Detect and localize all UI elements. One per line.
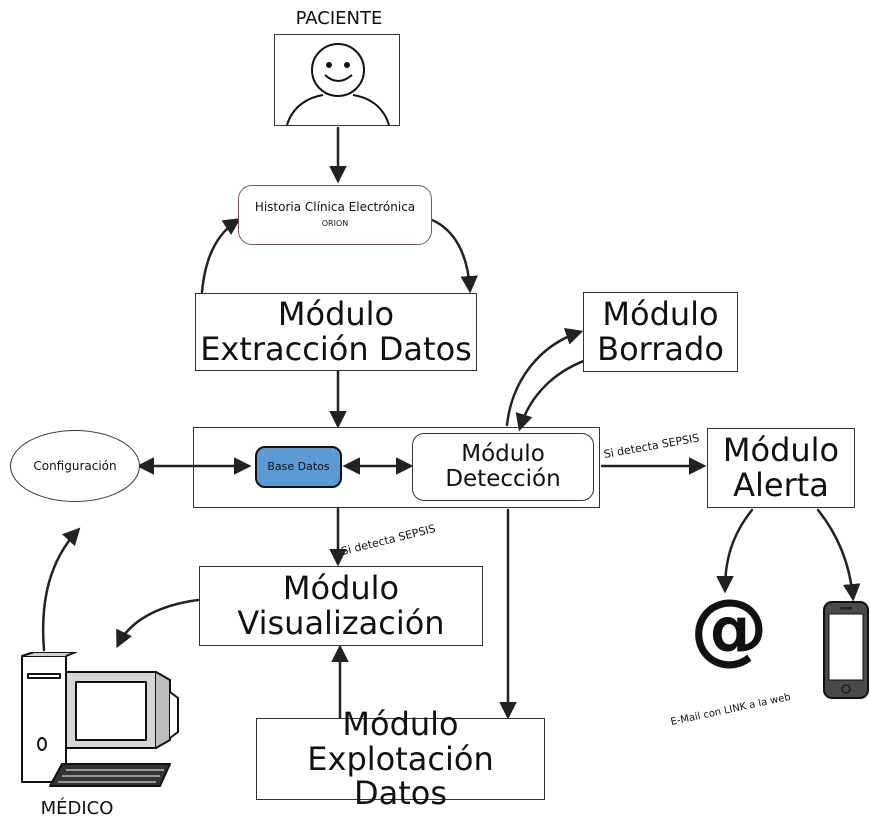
patient-figure bbox=[274, 34, 400, 126]
alerta-line1: Módulo bbox=[722, 431, 840, 470]
historia-subtitle: ORION bbox=[321, 219, 349, 229]
extraccion-line2: Extracción Datos bbox=[200, 330, 472, 368]
modulo-explotacion-box: Módulo Explotación Datos bbox=[256, 707, 545, 811]
configuracion-ellipse: Configuración bbox=[10, 430, 140, 502]
modulo-deteccion-box: Módulo Detección bbox=[412, 433, 594, 501]
base-datos-label: Base Datos bbox=[267, 460, 330, 474]
borrado-line1: Módulo bbox=[602, 295, 719, 334]
historia-clinica-box: Historia Clínica Electrónica ORION bbox=[238, 185, 432, 245]
smartphone-icon bbox=[823, 601, 869, 699]
historia-title: Historia Clínica Electrónica bbox=[254, 200, 416, 215]
modulo-borrado-box: Módulo Borrado bbox=[583, 292, 738, 372]
modulo-extraccion-box: Módulo Extracción Datos bbox=[195, 293, 477, 371]
arrow-medico-to-configuracion bbox=[41, 527, 81, 652]
doctor-label: MÉDICO bbox=[40, 798, 114, 819]
smiley-person-icon bbox=[286, 43, 390, 126]
arrow-visualizacion-to-medico bbox=[116, 598, 200, 649]
arrow-deteccion-to-borrado bbox=[505, 328, 584, 427]
arrow-alerta-to-phone bbox=[816, 508, 861, 602]
arrow-extraccion-to-historia bbox=[200, 218, 241, 294]
base-datos-box: Base Datos bbox=[255, 446, 342, 488]
core-container bbox=[193, 427, 600, 508]
modulo-alerta-box: Módulo Alerta bbox=[707, 428, 855, 508]
alerta-line2: Alerta bbox=[733, 466, 829, 504]
arrow-historia-to-extraccion bbox=[430, 218, 478, 294]
email-icon: @ bbox=[690, 584, 768, 674]
extraccion-line1: Módulo bbox=[277, 295, 395, 334]
explotacion-line2: Explotación Datos bbox=[307, 739, 494, 813]
deteccion-line1: Módulo bbox=[461, 441, 545, 468]
desktop-computer-icon bbox=[21, 652, 179, 787]
deteccion-line2: Detección bbox=[445, 466, 561, 492]
visualizacion-line1: Módulo bbox=[282, 569, 400, 608]
patient-label: PACIENTE bbox=[295, 8, 383, 29]
arrow-alerta-to-email bbox=[716, 508, 754, 594]
configuracion-label: Configuración bbox=[33, 458, 117, 473]
borrado-line2: Borrado bbox=[597, 330, 724, 368]
modulo-visualizacion-box: Módulo Visualización bbox=[199, 566, 483, 646]
arrow-borrado-to-deteccion bbox=[515, 356, 594, 432]
visualizacion-line2: Visualización bbox=[237, 604, 445, 642]
explotacion-line1: Módulo bbox=[342, 705, 459, 744]
